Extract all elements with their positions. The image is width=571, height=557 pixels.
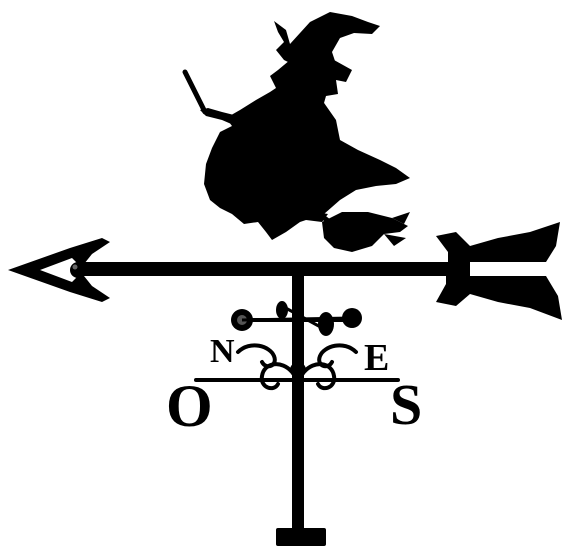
compass-letter-east: E [364,337,389,379]
witch-arm [200,108,238,126]
compass-letter-south: S [390,372,422,437]
compass-letter-north: N [210,333,235,370]
witch-leg [294,206,328,222]
witch-silhouette [200,12,410,240]
arrow [8,222,562,320]
compass-letter-west: O [166,373,213,439]
witch-hat [274,12,380,70]
pole-base-plate [276,528,326,546]
arrow-head-bead [70,262,86,278]
broom-bristles [322,212,408,252]
broomstick [182,69,410,252]
pole [276,276,326,546]
witch-body [204,84,410,240]
arrow-shaft [70,262,470,276]
anemometer-cups [231,301,362,336]
